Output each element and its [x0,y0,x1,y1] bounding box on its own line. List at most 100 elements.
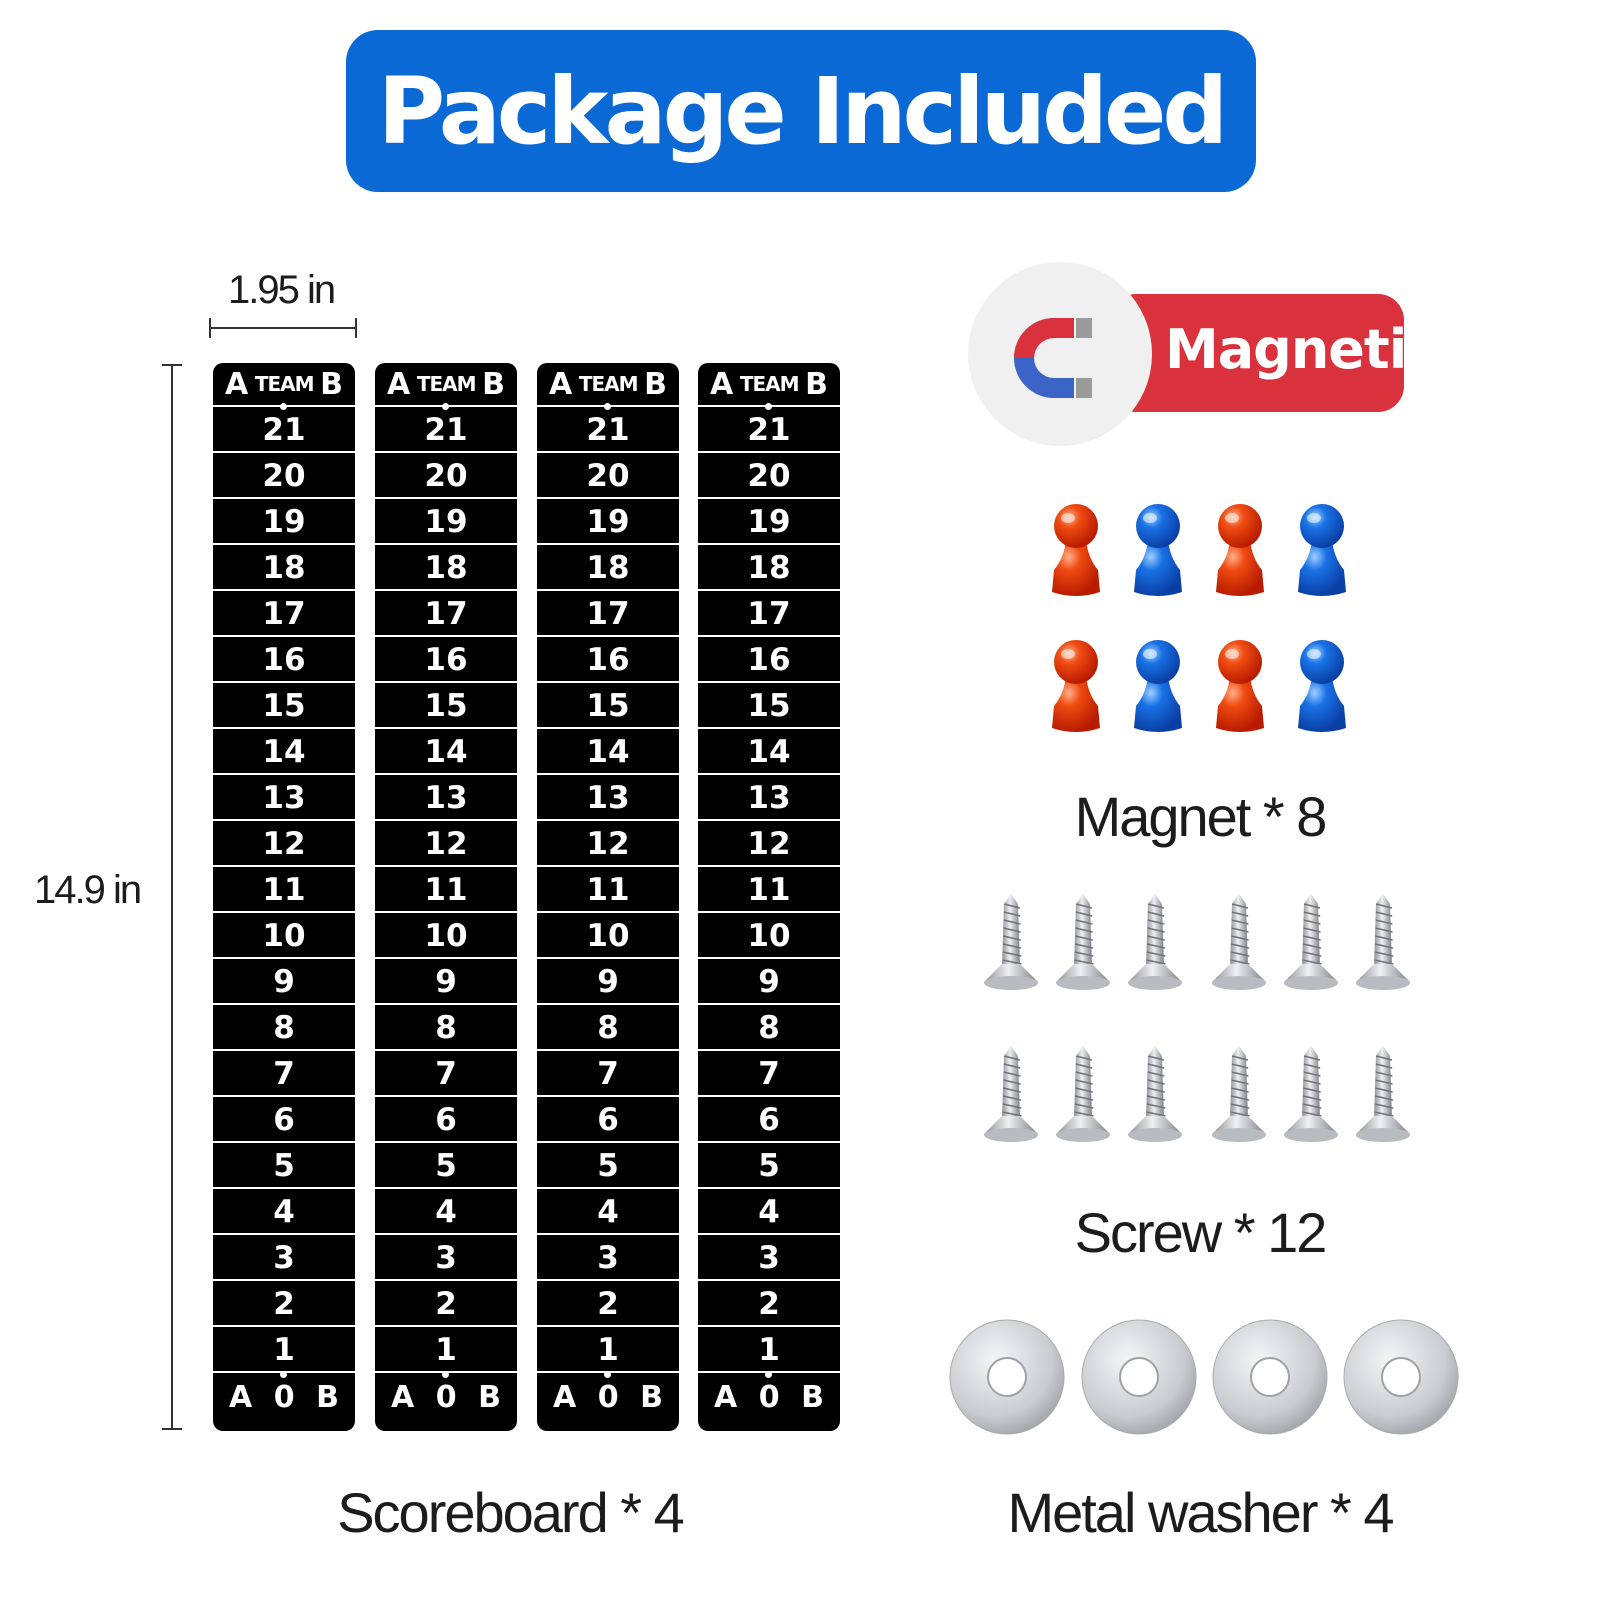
screw-icon [1284,1046,1338,1142]
score-row: 15 [213,685,355,729]
score-row: 7 [698,1053,840,1097]
screw-icon [1212,894,1266,990]
screw-icon [984,1046,1038,1142]
metal-washer-icon [949,1319,1065,1435]
push-pin-magnet-icon [1298,640,1346,732]
scoreboard-caption: Scoreboard * 4 [337,1481,685,1544]
score-row: 19 [375,501,517,545]
score-row: 15 [537,685,679,729]
score-row: 7 [375,1053,517,1097]
push-pin-magnet-icon [1216,640,1264,732]
screw-caption: Screw * 12 [1074,1201,1328,1264]
score-row: 3 [213,1237,355,1281]
horseshoe-magnet-icon [1014,318,1092,398]
score-row: 7 [213,1053,355,1097]
push-pin-magnet-icon [1134,504,1182,596]
score-row: 8 [698,1007,840,1051]
team-a-label: A [549,366,573,402]
team-a-label: A [225,366,249,402]
score-row: 11 [213,869,355,913]
push-pin-magnet-icon [1216,504,1264,596]
score-row: 17 [213,593,355,637]
score-row: 2 [375,1283,517,1327]
score-row: 1 [537,1329,679,1373]
zero-label: 0 [435,1379,457,1415]
team-a-label: A [553,1379,577,1415]
score-row: 10 [375,915,517,959]
score-row: 19 [698,501,840,545]
marker-dot [604,1371,611,1378]
score-row: 8 [375,1007,517,1051]
score-row: 4 [213,1191,355,1235]
score-row: 6 [537,1099,679,1143]
score-row: 14 [213,731,355,775]
score-row: 6 [375,1099,517,1143]
team-a-label: A [710,366,734,402]
metal-washer-icon [1081,1319,1197,1435]
score-row: 7 [537,1053,679,1097]
score-row: 19 [213,501,355,545]
score-row: 17 [375,593,517,637]
score-row: 16 [213,639,355,683]
score-row: 5 [537,1145,679,1189]
score-row: 5 [698,1145,840,1189]
score-row: 2 [698,1283,840,1327]
score-row: 13 [537,777,679,821]
score-row: 8 [213,1007,355,1051]
screw-icon [1356,1046,1410,1142]
team-label: TEAM [739,372,800,396]
score-row: 18 [375,547,517,591]
marker-dot [280,1371,287,1378]
score-row: 12 [375,823,517,867]
screw-icon [1284,894,1338,990]
team-b-label: B [482,366,505,402]
washer-caption: Metal washer * 4 [1007,1481,1394,1544]
zero-label: 0 [597,1379,619,1415]
score-row: 9 [375,961,517,1005]
magnet-caption: Magnet * 8 [1074,785,1328,848]
score-row: 18 [213,547,355,591]
team-label: TEAM [416,372,477,396]
score-row: 3 [698,1237,840,1281]
screw-icon [1056,894,1110,990]
marker-dot [442,403,449,410]
screw-icon [1128,1046,1182,1142]
score-row: 2 [537,1283,679,1327]
score-row: 18 [698,547,840,591]
zero-label: 0 [758,1379,780,1415]
width-dimension-line [209,318,357,338]
push-pin-magnet-icon [1134,640,1182,732]
width-dimension-label: 1.95 in [228,268,336,312]
push-pin-magnet-icon [1052,504,1100,596]
zero-label: 0 [273,1379,295,1415]
score-row: 21 [375,409,517,453]
screw-icon [1128,894,1182,990]
score-row: 18 [537,547,679,591]
team-a-label: A [714,1379,738,1415]
marker-dot [765,403,772,410]
score-row: 14 [375,731,517,775]
score-row: 1 [698,1329,840,1373]
score-row: 9 [537,961,679,1005]
score-row: 21 [698,409,840,453]
team-label: TEAM [578,372,639,396]
marker-dot [765,1371,772,1378]
score-row: 13 [375,777,517,821]
team-a-label: A [229,1379,253,1415]
score-row: 21 [213,409,355,453]
score-row: 10 [213,915,355,959]
score-row: 20 [213,455,355,499]
magnetic-label: Magnetic [1165,318,1438,381]
score-row: 17 [537,593,679,637]
team-a-label: A [387,366,411,402]
score-row: 8 [537,1007,679,1051]
team-b-label: B [478,1379,501,1415]
score-row: 1 [375,1329,517,1373]
